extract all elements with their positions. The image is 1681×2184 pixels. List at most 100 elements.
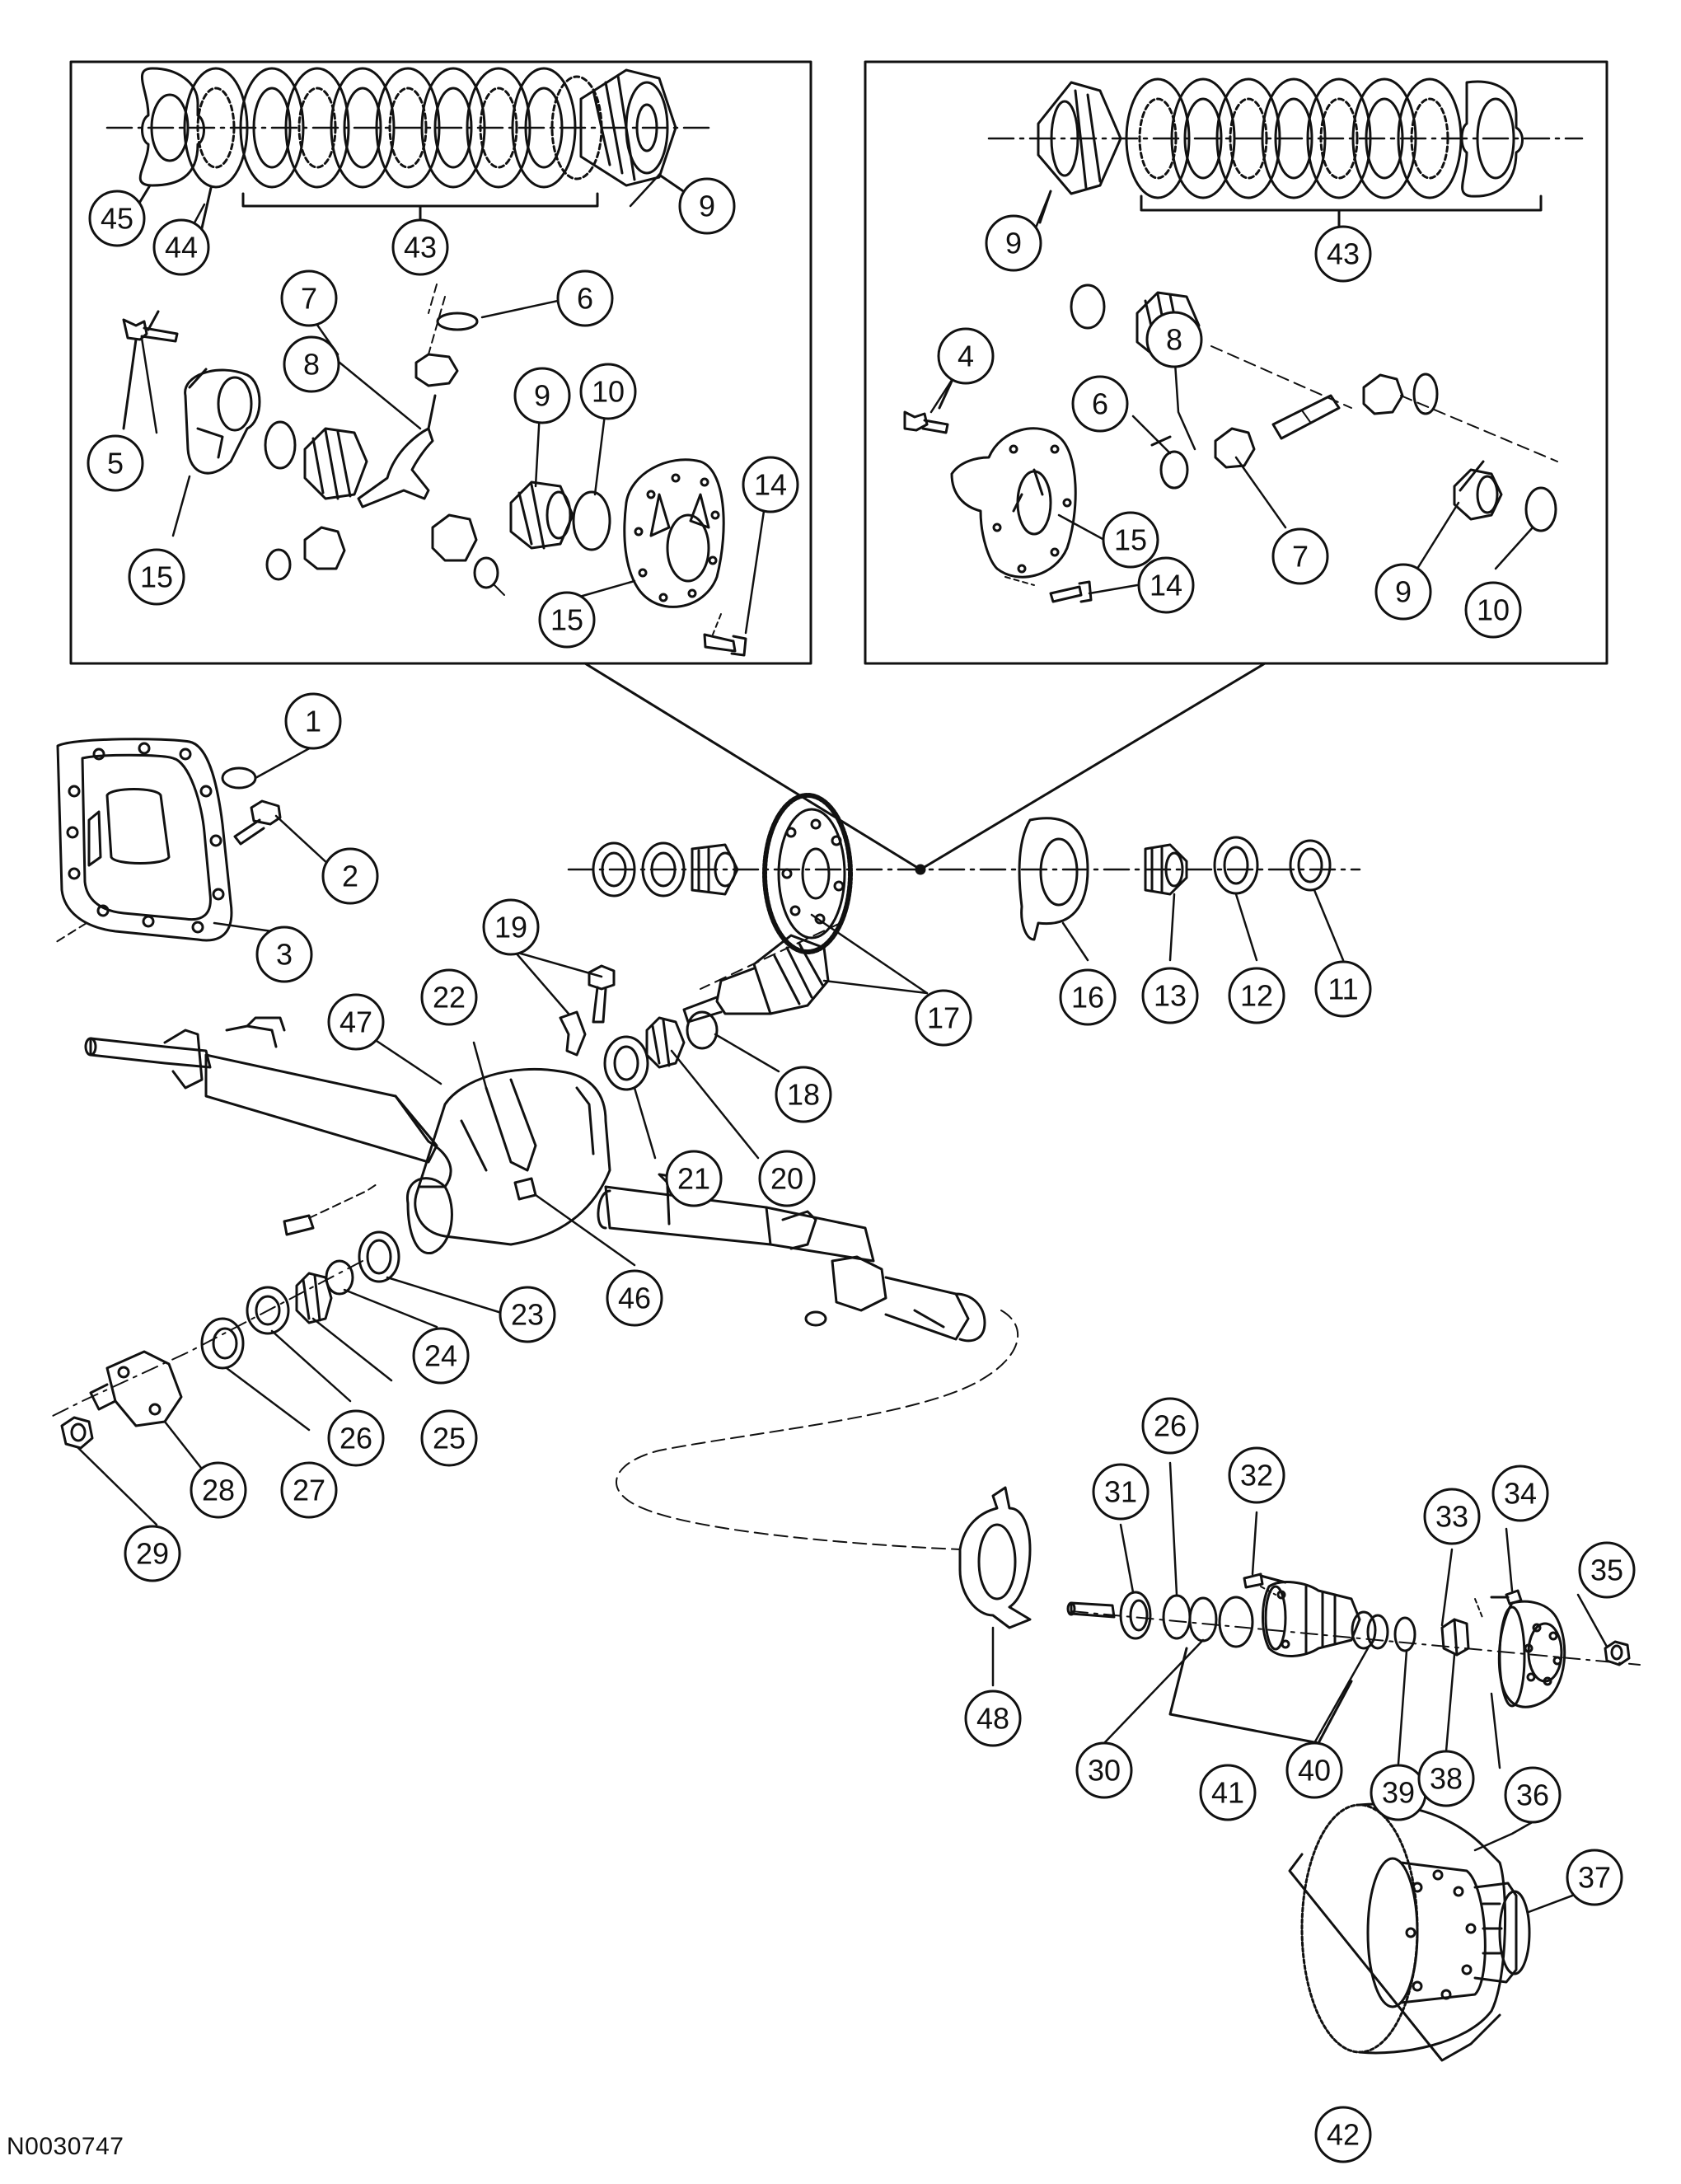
callout-40: 40 xyxy=(1285,1741,1343,1799)
spindle-nut-38 xyxy=(1440,1618,1470,1657)
svg-text:47: 47 xyxy=(339,1005,372,1039)
callout-15-flange-left: 15 xyxy=(538,591,596,649)
svg-text:26: 26 xyxy=(1154,1409,1187,1443)
thrust-washer-far-right xyxy=(1412,373,1439,415)
svg-text:41: 41 xyxy=(1211,1776,1244,1810)
svg-text:12: 12 xyxy=(1240,979,1273,1013)
bearing-race-right xyxy=(1218,1596,1254,1648)
callout-44: 44 xyxy=(152,218,210,276)
svg-text:20: 20 xyxy=(770,1162,803,1196)
differential-carrier-22 xyxy=(414,1067,611,1246)
oil-slinger-18 xyxy=(686,1010,719,1050)
svg-text:7: 7 xyxy=(301,282,317,316)
hub-41 xyxy=(1262,1581,1361,1657)
svg-text:8: 8 xyxy=(1166,323,1182,357)
side-gear-9-middle-left xyxy=(509,480,574,550)
svg-text:11: 11 xyxy=(1327,972,1358,1006)
callout-18: 18 xyxy=(775,1066,832,1123)
callout-23: 23 xyxy=(499,1286,556,1343)
callout-15-right: 15 xyxy=(1102,511,1159,569)
svg-text:19: 19 xyxy=(494,911,527,944)
svg-text:23: 23 xyxy=(511,1298,544,1332)
bearing-cup-left-b xyxy=(641,841,686,898)
svg-text:36: 36 xyxy=(1516,1779,1549,1812)
svg-text:21: 21 xyxy=(677,1162,710,1196)
clutch-pack-right xyxy=(903,77,1584,603)
svg-text:30: 30 xyxy=(1088,1754,1121,1788)
callout-11: 11 xyxy=(1314,960,1372,1018)
callout-25: 25 xyxy=(420,1409,478,1467)
ring-gear-carrier-group xyxy=(567,793,1361,954)
thrust-washer-10-left xyxy=(572,490,611,551)
drain-plug xyxy=(283,1214,315,1236)
svg-text:4: 4 xyxy=(958,340,974,373)
callout-43-right: 43 xyxy=(1314,225,1372,283)
callout-35: 35 xyxy=(1578,1541,1636,1599)
callout-3: 3 xyxy=(255,926,313,983)
rotor-hub-42 xyxy=(1300,1802,1531,2055)
svg-text:33: 33 xyxy=(1435,1500,1468,1534)
case-half-15-left xyxy=(184,368,261,475)
svg-text:46: 46 xyxy=(618,1282,651,1315)
svg-text:9: 9 xyxy=(1005,227,1022,260)
retainer-39 xyxy=(1393,1616,1416,1652)
leader-lines xyxy=(77,173,1608,2120)
callout-39: 39 xyxy=(1370,1764,1427,1821)
callout-6-right: 6 xyxy=(1071,375,1129,433)
svg-text:9: 9 xyxy=(534,379,550,413)
side-gear-left xyxy=(303,427,368,500)
bolt-32 xyxy=(1243,1572,1287,1589)
callout-31: 31 xyxy=(1092,1463,1150,1521)
bearing-cup-left-a xyxy=(592,841,636,898)
side-gear-9-top-right xyxy=(1037,81,1122,195)
inset-connector-right xyxy=(919,662,1267,871)
callout-22: 22 xyxy=(420,968,478,1026)
drive-pinion xyxy=(682,934,830,1024)
bearing-cone-25 xyxy=(295,1272,333,1324)
callout-38: 38 xyxy=(1417,1750,1475,1807)
svg-text:15: 15 xyxy=(550,603,583,637)
seal-26-left xyxy=(246,1286,290,1335)
svg-text:39: 39 xyxy=(1382,1776,1415,1810)
svg-text:31: 31 xyxy=(1104,1475,1137,1509)
callout-42: 42 xyxy=(1314,2106,1372,2163)
callout-27: 27 xyxy=(280,1461,338,1519)
callout-9-bottom-right: 9 xyxy=(1374,563,1432,621)
rotor-36 xyxy=(1497,1600,1566,1708)
svg-text:29: 29 xyxy=(136,1537,169,1571)
clutch-pack-left xyxy=(105,67,747,657)
figure-id-label: N0030747 xyxy=(7,2133,124,2160)
spacer-12 xyxy=(1213,836,1259,895)
bolt-4 xyxy=(903,410,949,434)
callout-17: 17 xyxy=(915,989,972,1047)
callout-20: 20 xyxy=(758,1150,816,1207)
pinion-gear-17-group xyxy=(603,922,841,1091)
svg-text:5: 5 xyxy=(107,447,124,480)
svg-text:43: 43 xyxy=(404,231,437,265)
svg-text:17: 17 xyxy=(927,1001,960,1035)
callout-30: 30 xyxy=(1075,1741,1133,1799)
svg-text:48: 48 xyxy=(976,1702,1009,1736)
callout-12: 12 xyxy=(1228,967,1285,1024)
svg-text:6: 6 xyxy=(1092,387,1108,421)
bracket-42 xyxy=(1288,1853,1501,2062)
pinion-shaft-8-left xyxy=(357,394,437,509)
svg-text:6: 6 xyxy=(577,282,593,316)
bolt-5 xyxy=(122,318,179,343)
pinion-gear-bottom-right xyxy=(431,513,478,562)
svg-text:10: 10 xyxy=(592,375,625,409)
bolt-14-left xyxy=(703,633,747,657)
thrust-washer-left xyxy=(264,420,297,470)
cover-3 xyxy=(53,738,233,944)
callout-16: 16 xyxy=(1059,968,1117,1026)
axle-shaft-stub xyxy=(1066,1601,1116,1619)
clutch-plates-43 xyxy=(239,67,603,189)
side-gear-9-bottom-right xyxy=(1453,468,1503,521)
callout-4: 4 xyxy=(937,327,995,385)
clutch-plate-44 xyxy=(183,67,249,189)
bolt-19 xyxy=(559,964,616,1057)
svg-text:37: 37 xyxy=(1578,1861,1611,1895)
callout-15-case-left: 15 xyxy=(128,548,185,606)
seal-11 xyxy=(1289,839,1332,892)
svg-text:40: 40 xyxy=(1298,1754,1331,1788)
